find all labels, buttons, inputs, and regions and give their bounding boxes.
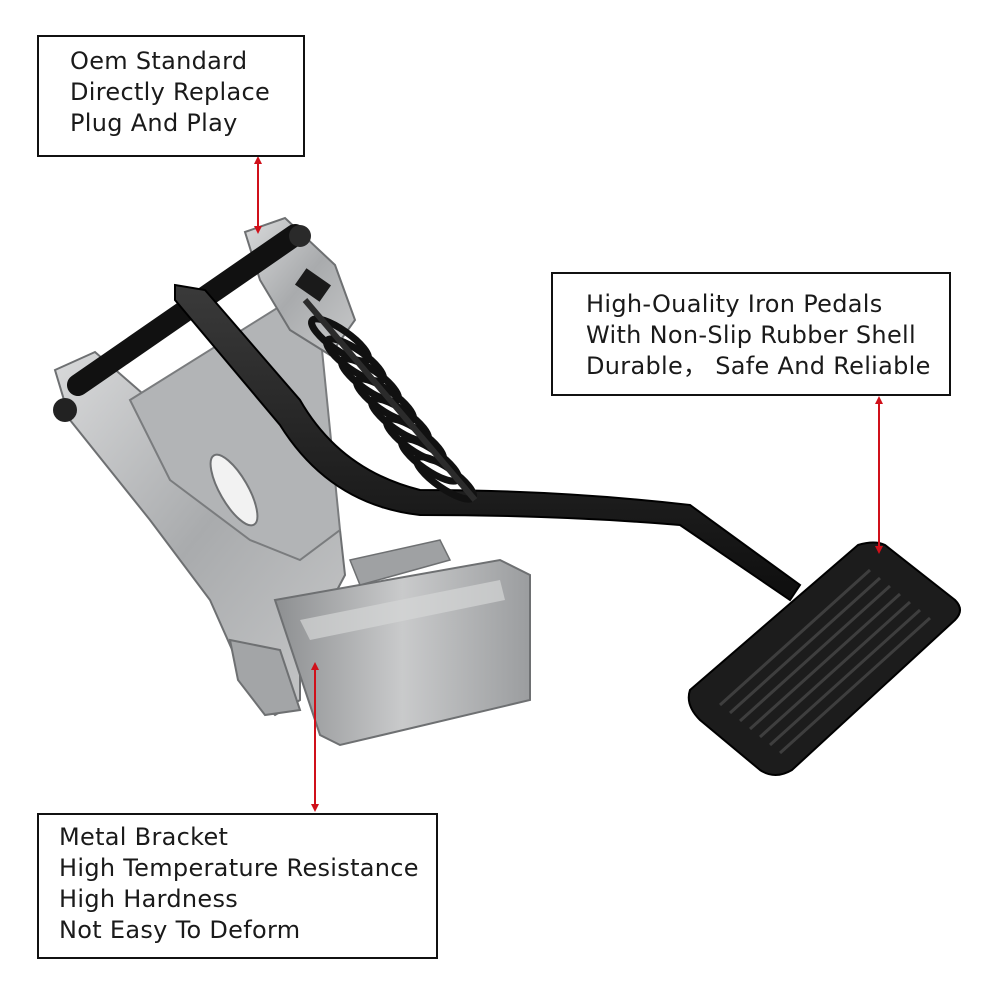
callout-line: Durable， Safe And Reliable: [586, 352, 931, 380]
callout-line: Directly Replace: [70, 78, 271, 106]
pedal-arm: [174, 283, 802, 602]
callout-line: Not Easy To Deform: [59, 916, 301, 944]
callout-line: High Hardness: [59, 885, 239, 913]
callout-line: Metal Bracket: [59, 823, 229, 851]
callout-metal-bracket: Metal Bracket High Temperature Resistanc…: [37, 813, 438, 959]
callout-arrows: [254, 156, 883, 812]
callout-line: Oem Standard: [70, 47, 248, 75]
callout-iron-pedals: High-Ouality Iron Pedals With Non-Slip R…: [551, 272, 951, 396]
callout-line: High Temperature Resistance: [59, 854, 419, 882]
callout-oem-standard: Oem Standard Directly Replace Plug And P…: [37, 35, 305, 157]
callout-line: With Non-Slip Rubber Shell: [586, 321, 916, 349]
spring-rod: [294, 268, 478, 502]
callout-line: Plug And Play: [70, 109, 238, 137]
callout-line: High-Ouality Iron Pedals: [586, 290, 883, 318]
rubber-pedal-pad: [687, 541, 961, 776]
